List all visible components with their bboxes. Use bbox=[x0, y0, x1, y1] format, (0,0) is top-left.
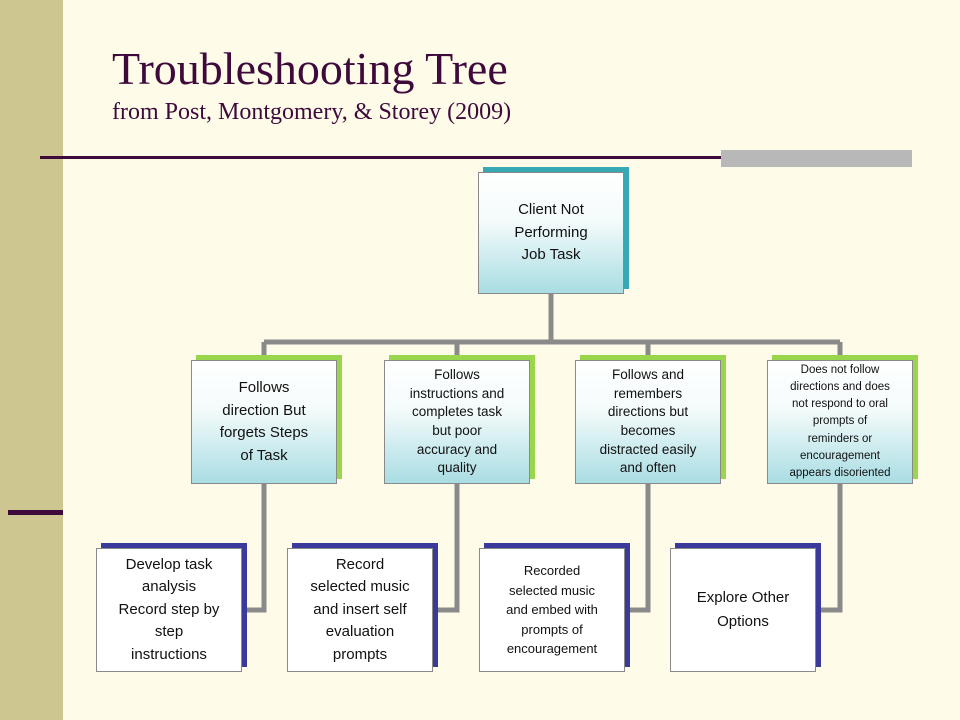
connector-branch-1-child bbox=[242, 484, 267, 613]
connector-root-to-branches bbox=[264, 294, 840, 345]
title-divider-accent bbox=[721, 150, 912, 167]
side-bar bbox=[0, 0, 63, 720]
connector-branch-3-child bbox=[625, 484, 651, 613]
connector-branch-2-child bbox=[433, 484, 460, 613]
title-divider bbox=[40, 156, 912, 159]
slide-title-block: Troubleshooting Tree from Post, Montgome… bbox=[112, 43, 512, 125]
slide-subtitle: from Post, Montgomery, & Storey (2009) bbox=[112, 99, 512, 125]
slide-title: Troubleshooting Tree bbox=[112, 43, 508, 94]
connector-branch-4-child bbox=[816, 484, 843, 613]
side-bar-notch bbox=[8, 510, 63, 515]
